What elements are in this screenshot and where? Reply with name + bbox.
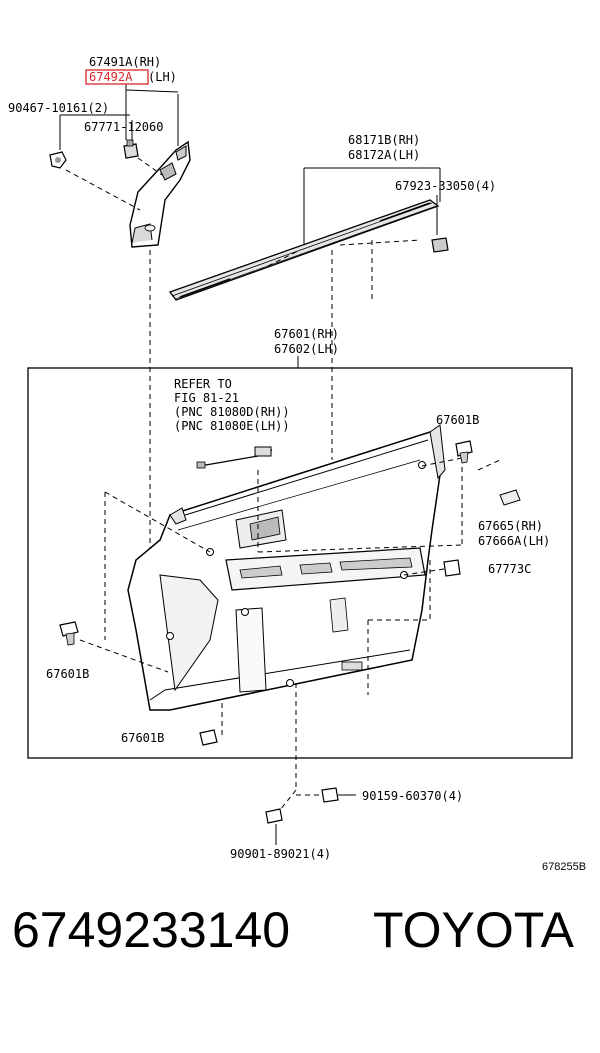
panel-clip-icon — [455, 440, 473, 464]
panel-frame — [27, 367, 573, 759]
screw-icon — [49, 151, 67, 169]
label-pad-rh: 67665(RH) — [478, 519, 543, 533]
label-panel-clip-top: 67601B — [436, 413, 479, 427]
weatherstrip-dashed — [259, 239, 421, 460]
footer: 6749233140 TOYOTA — [0, 905, 600, 1045]
label-clip-trim: 67771-12060 — [84, 120, 163, 134]
trim-dashed — [65, 157, 163, 580]
part-number: 6749233140 — [12, 902, 291, 958]
label-panel-lh: 67602(LH) — [274, 342, 339, 356]
label-trim-lh-suffix: (LH) — [148, 70, 177, 84]
label-clip-bottom: 90901-89021(4) — [230, 847, 331, 861]
refer-line-3: (PNC 81080D(RH)) — [174, 405, 290, 419]
clip-right-icon — [443, 559, 461, 577]
trim-clip-icon — [123, 139, 139, 159]
door-trim-piece — [129, 140, 191, 248]
label-panel-clip-bottom: 67601B — [121, 731, 164, 745]
panel-clip-bottom-icon — [199, 729, 218, 746]
label-bolt: 90159-60370(4) — [362, 789, 463, 803]
label-clip-right: 67773C — [488, 562, 531, 576]
figure-id: 678255B — [542, 861, 586, 873]
label-trim-lh[interactable]: 67492A — [89, 70, 133, 84]
trim-leaders — [59, 84, 179, 150]
label-ws-clip: 67923-33050(4) — [395, 179, 496, 193]
label-pad-lh: 67666A(LH) — [478, 534, 550, 548]
parts-diagram: 67491A(RH) 67492A (LH) 90467-10161(2) 67… — [8, 55, 586, 873]
weatherstrip-leaders — [303, 167, 441, 245]
label-trim-rh: 67491A(RH) — [89, 55, 161, 69]
label-weatherstrip-rh: 68171B(RH) — [348, 133, 420, 147]
panel-dashed — [79, 457, 501, 816]
ws-clip-icon — [431, 237, 449, 253]
weatherstrip — [168, 199, 440, 301]
door-panel — [127, 424, 446, 711]
pad-icon — [499, 489, 521, 506]
cable — [196, 446, 273, 469]
highlight-box — [85, 69, 149, 85]
refer-line-1: REFER TO — [174, 377, 232, 391]
refer-line-4: (PNC 81080E(LH)) — [174, 419, 290, 433]
label-screw: 90467-10161(2) — [8, 101, 109, 115]
label-weatherstrip-lh: 68172A(LH) — [348, 148, 420, 162]
label-panel-rh: 67601(RH) — [274, 327, 339, 341]
bottom-clip-icon — [265, 808, 283, 845]
brand-name: TOYOTA — [373, 902, 574, 958]
bolt-icon — [321, 787, 356, 803]
label-panel-clip-left: 67601B — [46, 667, 89, 681]
refer-line-2: FIG 81-21 — [174, 391, 239, 405]
panel-clip-left-icon — [59, 621, 79, 646]
